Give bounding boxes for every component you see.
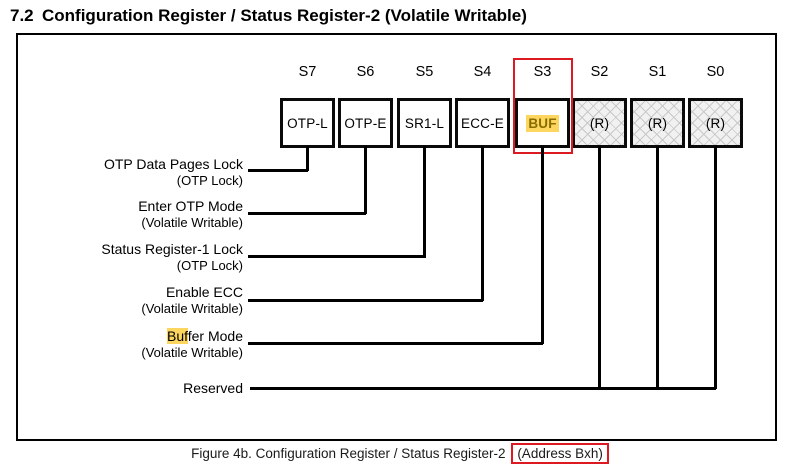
bit-value: SR1-L (404, 115, 445, 131)
bit-value: (R) (705, 115, 726, 131)
register-cell-ecc-e: ECC-E (455, 98, 510, 148)
register-cell-reserved-s2: (R) (572, 98, 627, 148)
field-note: (OTP Lock) (176, 258, 243, 273)
field-name: Enter OTP Mode (138, 198, 243, 214)
connector-line (541, 146, 544, 344)
section-title: Configuration Register / Status Register… (42, 6, 527, 25)
bit-value: OTP-L (287, 115, 328, 131)
field-name: Reserved (183, 380, 243, 396)
connector-line (250, 387, 716, 390)
bit-position-s4: S4 (473, 64, 492, 80)
connector-line (481, 146, 484, 301)
field-name: Enable ECC (165, 284, 243, 300)
bit-position-s3: S3 (533, 64, 552, 80)
register-cell-buf: BUF (515, 98, 570, 148)
bit-value: (R) (647, 115, 668, 131)
field-name: Buffer Mode (166, 328, 243, 344)
field-enter-otp-mode: Enter OTP Mode (Volatile Writable) (0, 198, 243, 231)
connector-line (248, 212, 366, 215)
bit-value-highlighted: BUF (526, 114, 559, 132)
caption-address-red-box: (Address Bxh) (511, 443, 609, 464)
bit-value: (R) (589, 115, 610, 131)
search-highlight: Buf (166, 328, 188, 344)
field-reserved: Reserved (0, 380, 243, 397)
register-cell-otp-e: OTP-E (338, 98, 393, 148)
field-enable-ecc: Enable ECC (Volatile Writable) (0, 284, 243, 317)
figure-frame (16, 33, 777, 441)
connector-line (364, 146, 367, 214)
connector-line (423, 146, 426, 258)
connector-line (656, 146, 659, 389)
field-buffer-mode: Buffer Mode (Volatile Writable) (0, 328, 243, 361)
bit-position-s7: S7 (298, 64, 317, 80)
connector-line (598, 146, 601, 389)
connector-line (248, 255, 425, 258)
register-cell-reserved-s1: (R) (630, 98, 685, 148)
bit-position-s1: S1 (648, 64, 667, 80)
section-heading: 7.2 Configuration Register / Status Regis… (10, 6, 527, 26)
connector-line (714, 146, 717, 389)
connector-line (248, 342, 543, 345)
field-note: (Volatile Writable) (141, 345, 243, 360)
connector-line (248, 169, 308, 172)
bit-position-s0: S0 (706, 64, 725, 80)
field-note: (Volatile Writable) (141, 215, 243, 230)
bit-position-s5: S5 (415, 64, 434, 80)
field-status-register-1-lock: Status Register-1 Lock (OTP Lock) (0, 241, 243, 274)
field-name: Status Register-1 Lock (101, 241, 243, 257)
bit-position-s6: S6 (356, 64, 375, 80)
section-number: 7.2 (10, 6, 34, 25)
register-cell-sr1-l: SR1-L (397, 98, 452, 148)
register-cell-otp-l: OTP-L (280, 98, 335, 148)
field-name: OTP Data Pages Lock (103, 156, 243, 172)
connector-line (306, 146, 309, 171)
register-cell-reserved-s0: (R) (688, 98, 743, 148)
connector-line (248, 299, 483, 302)
bit-position-s2: S2 (590, 64, 609, 80)
bit-value: OTP-E (344, 115, 387, 131)
field-otp-data-pages-lock: OTP Data Pages Lock (OTP Lock) (0, 156, 243, 189)
caption-text: Figure 4b. Configuration Register / Stat… (191, 446, 506, 461)
figure-caption: Figure 4b. Configuration Register / Stat… (0, 443, 800, 464)
field-note: (OTP Lock) (176, 173, 243, 188)
bit-value: ECC-E (460, 115, 504, 131)
field-note: (Volatile Writable) (141, 301, 243, 316)
